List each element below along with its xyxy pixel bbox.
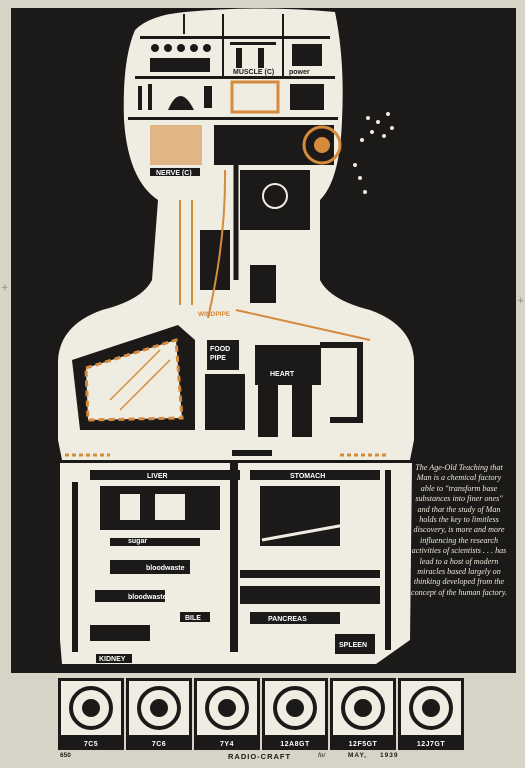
tube-base-diagram: 7C6 — [126, 678, 192, 750]
label-bloodwaste-2: bloodwaste — [128, 594, 167, 601]
label-bloodwaste-1: bloodwaste — [146, 565, 185, 572]
oxygen-bubbles — [353, 112, 394, 194]
tube-base-diagram: 12A8GT — [262, 678, 328, 750]
tube-base-diagram: 7Y4 — [194, 678, 260, 750]
tube-socket-icon — [137, 686, 181, 730]
issue-month: MAY, — [348, 752, 367, 759]
caption-text: The Age-Old Teaching that Man is a chemi… — [411, 463, 507, 597]
tube-code: 7C5 — [83, 741, 99, 748]
label-liver: LIVER — [147, 473, 168, 480]
tube-socket-icon — [409, 686, 453, 730]
chest-machinery — [65, 309, 388, 457]
tube-socket-icon — [341, 686, 385, 730]
label-bile: BILE — [185, 615, 201, 622]
head-machinery — [128, 14, 342, 303]
tube-base-strip: 7C5 7C6 7Y4 12A8GT — [58, 678, 464, 750]
tube-code: 12F5GT — [348, 741, 378, 748]
label-windpipe: WINDPIPE — [198, 311, 231, 318]
tube-code: 12A8GT — [280, 741, 310, 748]
page-number: 650 — [60, 752, 71, 759]
registration-mark-right: + — [517, 296, 525, 306]
label-pipe: PIPE — [210, 355, 226, 362]
label-food: FOOD — [210, 346, 230, 353]
label-oxygen-2: oxygen — [243, 449, 268, 456]
tube-socket-icon — [273, 686, 317, 730]
tube-code: 12J7GT — [416, 741, 446, 748]
label-pancreas: PANCREAS — [268, 616, 307, 623]
label-heart: HEART — [270, 371, 295, 378]
issue-year: 1939 — [380, 752, 399, 759]
footer-for: for — [318, 752, 326, 759]
label-sugar: sugar — [128, 538, 147, 545]
tube-socket-icon — [69, 686, 113, 730]
tube-code: 7Y4 — [220, 741, 234, 748]
tube-base-diagram: 7C5 — [58, 678, 124, 750]
label-power: power — [289, 69, 310, 76]
tube-base-diagram: 12J7GT — [398, 678, 464, 750]
label-nerve: NERVE (C) — [156, 170, 192, 177]
label-oxygen: oxygen — [367, 146, 392, 153]
label-kidney: KIDNEY — [99, 656, 126, 663]
registration-mark-left: + — [1, 283, 9, 293]
tube-base-diagram: 12F5GT — [330, 678, 396, 750]
neck-pipes — [179, 160, 239, 319]
magazine-name: RADIO-CRAFT — [228, 752, 292, 761]
tube-socket-icon — [205, 686, 249, 730]
label-stomach: STOMACH — [290, 473, 325, 480]
label-spleen: SPLEEN — [339, 642, 367, 649]
tube-code: 7C6 — [151, 741, 167, 748]
label-muscle: MUSCLE (C) — [233, 69, 274, 76]
